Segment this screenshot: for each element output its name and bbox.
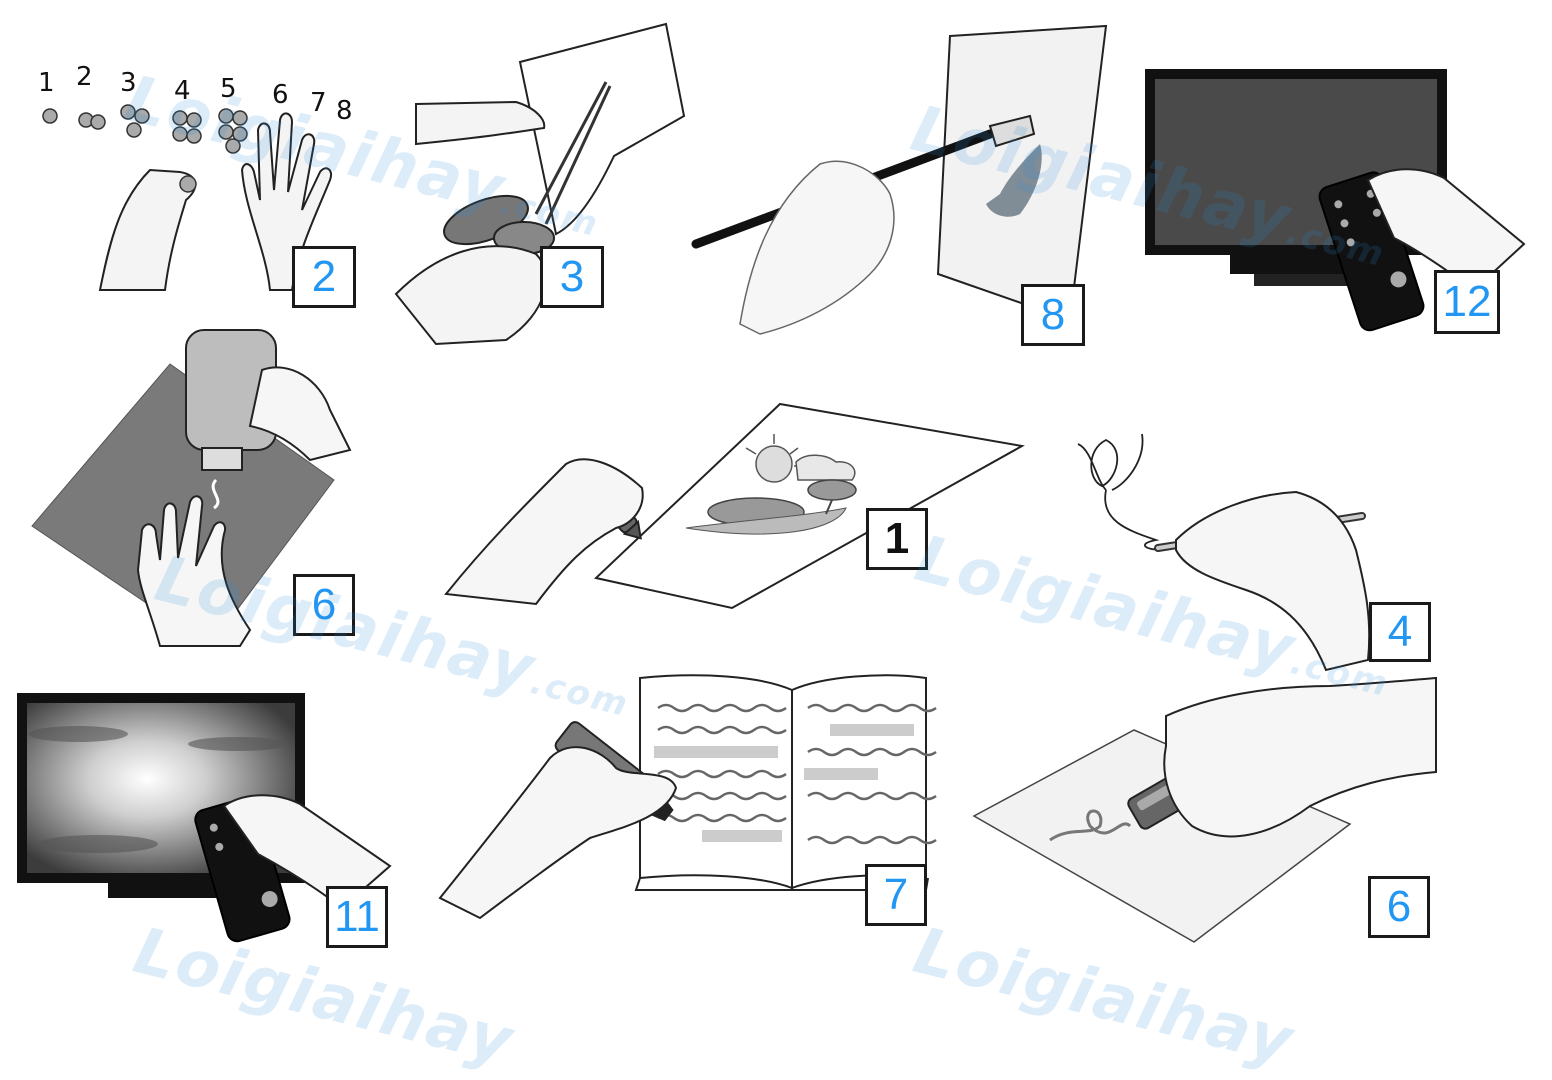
count-label-4: 4: [174, 76, 191, 106]
counting-scene: 1 2 3 4 5 6 7 8: [30, 60, 370, 310]
tv-remote-dark-scene: [1144, 68, 1534, 338]
highlighting-book-illustration: [438, 674, 937, 920]
badge-pencil-sketch: 4: [1369, 602, 1431, 662]
counting-illustration: [42, 104, 332, 291]
glue-illustration: [31, 329, 352, 647]
cutting-illustration: [394, 22, 686, 346]
badge-cutting: 3: [540, 246, 604, 308]
glue-scene: [30, 329, 360, 650]
count-label-7: 7: [310, 88, 327, 118]
cutting-scene: [394, 22, 686, 346]
badge-counting: 2: [292, 246, 356, 308]
crayon-drawing-scene: [444, 402, 1026, 614]
erasing-illustration: [972, 676, 1437, 943]
pencil-sketch-scene: [1066, 420, 1436, 672]
count-label-1: 1: [38, 68, 55, 98]
highlighting-book-scene: [438, 668, 937, 920]
count-label-2: 2: [76, 62, 93, 92]
count-label-6: 6: [272, 80, 289, 110]
badge-crayon-drawing: 1: [866, 508, 928, 570]
count-label-8: 8: [336, 96, 353, 126]
tv-remote-dark-illustration: [1145, 69, 1526, 332]
badge-painting: 8: [1021, 284, 1085, 346]
tv-remote-sunset-scene: [17, 693, 398, 944]
painting-scene: [690, 24, 1110, 354]
badge-tv-remote-dark: 12: [1434, 270, 1500, 334]
badge-highlighting-book: 7: [865, 864, 927, 926]
badge-erasing: 6: [1368, 876, 1430, 938]
tv-remote-sunset-illustration: [17, 693, 392, 943]
pencil-sketch-illustration: [1077, 433, 1371, 672]
count-label-3: 3: [120, 68, 137, 98]
crayon-drawing-illustration: [444, 402, 1025, 610]
erasing-scene: [970, 676, 1440, 946]
painting-illustration: [691, 24, 1108, 335]
badge-tv-remote-sunset: 11: [326, 886, 388, 948]
count-label-5: 5: [220, 74, 237, 104]
badge-glue: 6: [293, 574, 355, 636]
